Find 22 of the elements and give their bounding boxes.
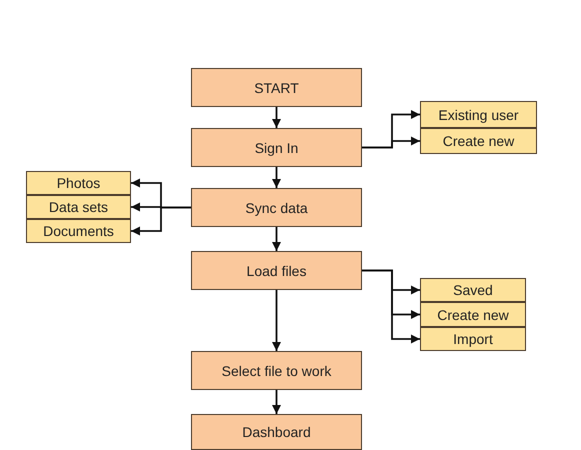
arrow bbox=[272, 390, 281, 414]
option-box: Data sets bbox=[26, 195, 131, 219]
arrow bbox=[362, 136, 420, 148]
arrow bbox=[272, 107, 281, 128]
option-box: Import bbox=[420, 327, 526, 351]
arrow bbox=[131, 206, 191, 236]
option-box: Photos bbox=[26, 171, 131, 195]
process-box: START bbox=[191, 68, 362, 107]
arrow bbox=[362, 270, 420, 344]
option-box: Saved bbox=[420, 278, 526, 302]
process-box: Dashboard bbox=[191, 414, 362, 450]
option-box: Documents bbox=[26, 219, 131, 243]
arrow bbox=[272, 167, 281, 188]
process-box: Select file to work bbox=[191, 351, 362, 390]
option-box: Create new bbox=[420, 302, 526, 327]
arrow bbox=[272, 290, 281, 351]
option-box: Create new bbox=[420, 128, 537, 154]
option-box: Existing user bbox=[420, 101, 537, 128]
process-box: Load files bbox=[191, 251, 362, 290]
process-box: Sign In bbox=[191, 128, 362, 167]
arrow bbox=[272, 227, 281, 251]
process-box: Sync data bbox=[191, 188, 362, 227]
